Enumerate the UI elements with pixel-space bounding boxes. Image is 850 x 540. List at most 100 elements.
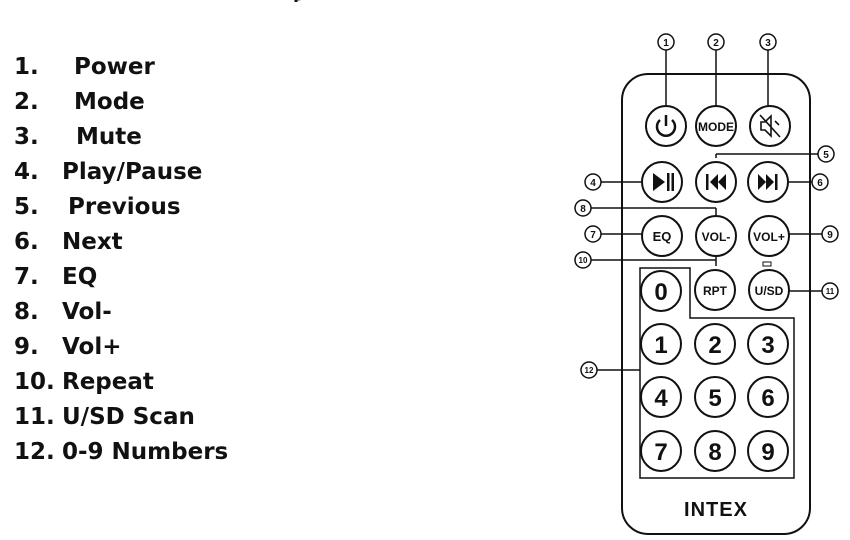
legend-label: Play/Pause: [62, 159, 203, 185]
legend-item-repeat: 10. Repeat: [14, 365, 228, 400]
seven-button-label: 7: [654, 439, 667, 466]
callout-3: 3: [759, 33, 777, 51]
legend-item-numbers: 12. 0-9 Numbers: [14, 435, 228, 470]
legend-number: 2.: [14, 89, 39, 115]
legend-number: 9.: [14, 334, 39, 360]
legend-number: 12.: [14, 439, 55, 465]
legend-item-mode: 2. Mode: [14, 85, 228, 120]
svg-text:11: 11: [826, 287, 835, 296]
next-track-icon: [758, 174, 778, 190]
next-button[interactable]: [747, 161, 789, 203]
legend-label: Vol+: [62, 334, 122, 360]
mute-button[interactable]: [749, 105, 791, 147]
legend-number: 7.: [14, 264, 39, 290]
legend-number: 6.: [14, 229, 39, 255]
legend-number: 5.: [14, 194, 39, 220]
svg-text:3: 3: [765, 38, 771, 49]
one-button-label: 1: [654, 332, 667, 359]
legend-label: U/SD Scan: [62, 404, 195, 430]
two-button[interactable]: 2: [694, 323, 736, 365]
two-button-label: 2: [708, 332, 721, 359]
three-button-label: 3: [761, 332, 774, 359]
legend-number: 11.: [14, 404, 55, 430]
leader-lines: [591, 50, 822, 371]
eight-button[interactable]: 8: [694, 430, 736, 472]
svg-text:5: 5: [823, 150, 829, 161]
ir-sensor: [762, 261, 772, 267]
callout-12: 12: [580, 361, 598, 379]
legend-item-eq: 7. EQ: [14, 260, 228, 295]
mode-button-label: MODE: [698, 120, 734, 134]
callout-10: 10: [574, 251, 592, 269]
callout-4: 4: [584, 173, 602, 191]
repeat-button-label: RPT: [703, 284, 728, 298]
repeat-button[interactable]: RPT: [694, 269, 736, 311]
brand-logo: INTEX: [684, 499, 748, 521]
legend-number: 10.: [14, 369, 55, 395]
callout-8: 8: [574, 199, 592, 217]
five-button[interactable]: 5: [694, 376, 736, 418]
callout-7: 7: [584, 225, 602, 243]
speaker-mute-icon: [759, 114, 781, 138]
legend-item-previous: 5. Previous: [14, 190, 228, 225]
svg-text:12: 12: [585, 366, 594, 375]
legend-label: Mode: [74, 89, 145, 115]
callout-9: 9: [821, 225, 839, 243]
legend-label: EQ: [62, 264, 98, 290]
eq-button-label: EQ: [653, 229, 672, 244]
svg-text:4: 4: [590, 178, 596, 189]
legend-item-next: 6.Next: [14, 225, 228, 260]
legend-item-vol-up: 9. Vol+: [14, 330, 228, 365]
play-pause-button[interactable]: [641, 161, 683, 203]
four-button-label: 4: [654, 385, 668, 412]
cropped-heading-fragment: [294, 0, 302, 2]
svg-text:2: 2: [713, 38, 719, 49]
callout-2: 2: [707, 33, 725, 51]
four-button[interactable]: 4: [640, 376, 682, 418]
five-button-label: 5: [708, 385, 721, 412]
legend-label: Previous: [68, 194, 181, 220]
nine-button[interactable]: 9: [747, 430, 789, 472]
legend-label: Vol-: [62, 299, 112, 325]
one-button[interactable]: 1: [640, 323, 682, 365]
three-button[interactable]: 3: [747, 323, 789, 365]
svg-text:9: 9: [827, 230, 833, 241]
power-button[interactable]: [645, 105, 687, 147]
svg-text:7: 7: [590, 230, 596, 241]
callout-5: 5: [817, 145, 835, 163]
svg-text:6: 6: [817, 178, 823, 189]
seven-button[interactable]: 7: [640, 430, 682, 472]
vol-down-button-label: VOL-: [702, 230, 731, 244]
legend-label: Mute: [76, 124, 142, 150]
usd-scan-button-label: U/SD: [755, 284, 784, 298]
legend-list: 1.Power 2. Mode 3. Mute 4. Play/Pause 5. Pre…: [14, 50, 228, 470]
svg-text:10: 10: [579, 256, 588, 265]
legend-label: Power: [74, 54, 155, 80]
six-button[interactable]: 6: [747, 376, 789, 418]
legend-label: Repeat: [62, 369, 154, 395]
legend-number: 3.: [14, 124, 39, 150]
previous-button[interactable]: [695, 161, 737, 203]
callout-11: 11: [821, 282, 839, 300]
vol-down-button[interactable]: VOL-: [695, 215, 737, 257]
zero-button[interactable]: 0: [640, 270, 682, 312]
legend-label: 0-9 Numbers: [62, 439, 229, 465]
play-pause-icon: [653, 173, 674, 191]
legend-number: 4.: [14, 159, 39, 185]
eight-button-label: 8: [708, 439, 721, 466]
previous-track-icon: [706, 174, 726, 190]
eq-button[interactable]: EQ: [641, 215, 683, 257]
power-icon: [655, 115, 677, 137]
nine-button-label: 9: [761, 439, 774, 466]
legend-item-play-pause: 4. Play/Pause: [14, 155, 228, 190]
legend-item-vol-down: 8.Vol-: [14, 295, 228, 330]
mode-button[interactable]: MODE: [695, 105, 737, 147]
svg-text:8: 8: [580, 204, 586, 215]
vol-up-button[interactable]: VOL+: [748, 215, 790, 257]
six-button-label: 6: [761, 385, 774, 412]
legend-item-mute: 3. Mute: [14, 120, 228, 155]
vol-up-button-label: VOL+: [753, 230, 785, 244]
usd-scan-button[interactable]: U/SD: [748, 269, 790, 311]
legend-item-power: 1.Power: [14, 50, 228, 85]
